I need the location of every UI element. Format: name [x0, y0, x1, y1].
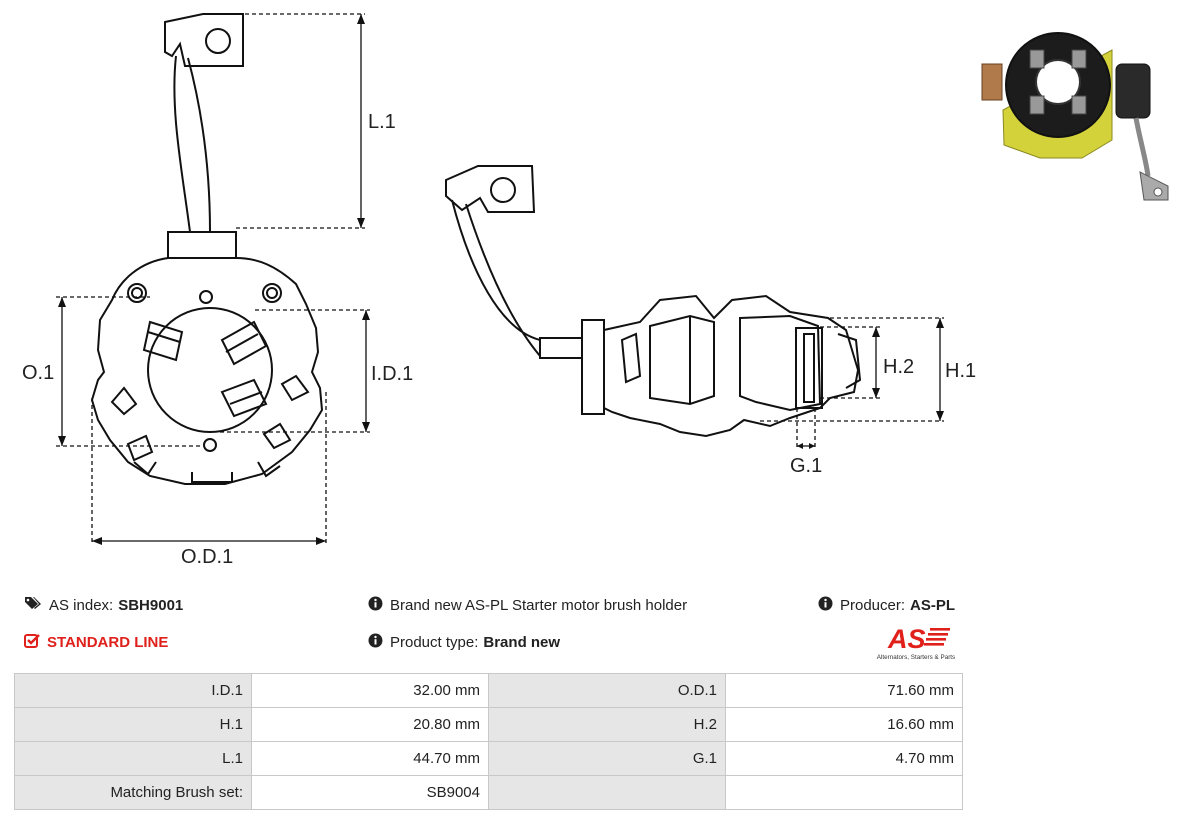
info-circle-icon [818, 596, 833, 615]
producer-label: Producer: [840, 597, 906, 614]
as-index-label: AS index: [49, 596, 114, 614]
dim-label-l1: L.1 [368, 111, 396, 133]
check-square-icon [24, 633, 40, 652]
front-view [90, 13, 324, 485]
spec-value: 71.60 mm [725, 673, 963, 708]
dim-label-od1: O.D.1 [181, 546, 233, 568]
table-row: Matching Brush set: SB9004 [14, 775, 963, 810]
info-circle-icon [368, 596, 383, 615]
spec-label: G.1 [488, 741, 726, 776]
dim-label-h1: H.1 [945, 360, 976, 382]
product-type-label: Product type: [390, 634, 479, 651]
spec-label: Matching Brush set: [14, 775, 252, 810]
specs-table: I.D.1 32.00 mm O.D.1 71.60 mm H.1 20.80 … [14, 673, 963, 810]
spec-label: H.2 [488, 707, 726, 742]
info-circle-icon [368, 633, 383, 652]
producer: Producer: AS-PL [818, 596, 955, 615]
spec-value: 16.60 mm [725, 707, 963, 742]
spec-label: L.1 [14, 741, 252, 776]
spec-value: 20.80 mm [251, 707, 489, 742]
technical-drawing: L.1 O.1 I.D.1 O.D.1 H.2 H.1 G.1 [22, 13, 1169, 568]
line-badge-text: STANDARD LINE [47, 634, 169, 651]
side-view [445, 165, 862, 438]
spec-value: SB9004 [251, 775, 489, 810]
description: Brand new AS-PL Starter motor brush hold… [368, 596, 687, 615]
spec-label: I.D.1 [14, 673, 252, 708]
spec-label [488, 775, 726, 810]
table-row: H.1 20.80 mm H.2 16.60 mm [14, 707, 963, 742]
as-index: AS index: SBH9001 [24, 596, 183, 614]
product-photo [981, 32, 1169, 201]
spec-value [725, 775, 963, 810]
table-row: L.1 44.70 mm G.1 4.70 mm [14, 741, 963, 776]
as-pl-logo: AS Alternators, Starters & Parts [866, 622, 966, 662]
dim-label-id1: I.D.1 [371, 363, 413, 385]
table-row: I.D.1 32.00 mm O.D.1 71.60 mm [14, 673, 963, 708]
tags-icon [24, 596, 42, 614]
spec-value: 44.70 mm [251, 741, 489, 776]
product-type: Product type: Brand new [368, 633, 560, 652]
spec-label: H.1 [14, 707, 252, 742]
as-index-value: SBH9001 [118, 596, 184, 614]
dim-label-o1: O.1 [22, 362, 54, 384]
producer-value: AS-PL [910, 597, 956, 614]
logo-text: AS [887, 624, 926, 654]
dim-label-g1: G.1 [790, 455, 822, 477]
description-text: Brand new AS-PL Starter motor brush hold… [390, 597, 688, 614]
spec-value: 32.00 mm [251, 673, 489, 708]
product-type-value: Brand new [483, 634, 561, 651]
spec-label: O.D.1 [488, 673, 726, 708]
dim-label-h2: H.2 [883, 356, 914, 378]
spec-value: 4.70 mm [725, 741, 963, 776]
line-badge: STANDARD LINE [24, 633, 168, 652]
logo-tagline: Alternators, Starters & Parts [877, 654, 955, 661]
